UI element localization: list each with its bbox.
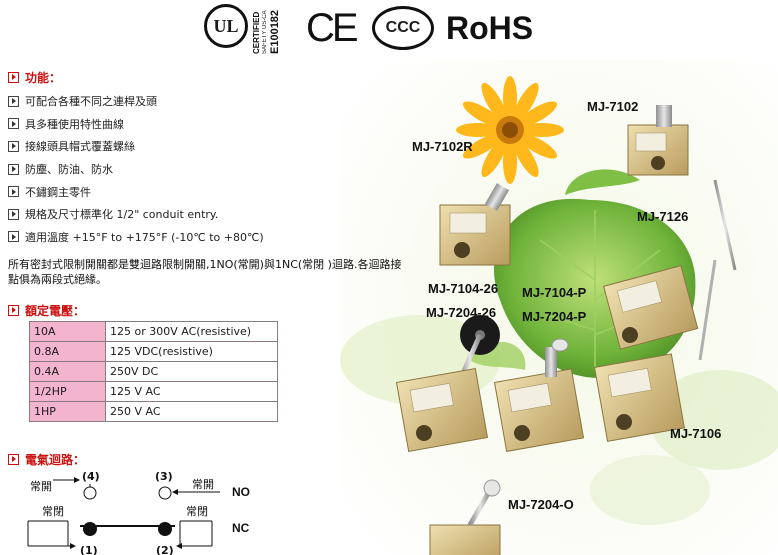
feature-text: 不鏽鋼主零件 — [25, 185, 91, 199]
current-cell: 0.8A — [29, 341, 106, 362]
bullet-arrow-icon — [8, 140, 19, 152]
terminal-2: (2) — [156, 544, 174, 555]
list-item: 規格及尺寸標準化 1/2" conduit entry. — [8, 203, 348, 226]
nc-contact-left — [83, 522, 97, 536]
feature-text: 具多種使用特性曲線 — [25, 117, 124, 131]
bullet-arrow-icon — [8, 118, 19, 130]
features-heading: 功能： — [8, 68, 61, 86]
model-label-mj-7204-p: MJ-7204-P — [522, 309, 587, 324]
ul-certified-text: CERTIFIED — [252, 11, 261, 54]
voltage-cell: 125 V AC — [105, 381, 278, 402]
certification-logos: UL CERTIFIED SAFETY US-CA E100182 CE CCC… — [204, 2, 534, 58]
nc-contact-right — [158, 522, 172, 536]
left-no-label: 常開 — [30, 480, 52, 493]
feature-text: 防塵、防油、防水 — [25, 163, 113, 177]
feature-text: 規格及尺寸標準化 1/2" conduit entry. — [25, 208, 219, 222]
list-item: 防塵、防油、防水 — [8, 158, 348, 181]
right-nc-label: 常閉 — [186, 505, 208, 518]
terminal-4: (4) — [82, 470, 100, 483]
voltage-cell: 250V DC — [105, 361, 278, 382]
rating-table: 10A 125 or 300V AC(resistive) 0.8A 125 V… — [29, 321, 278, 422]
list-item: 接線頭具帽式覆蓋螺絲 — [8, 135, 348, 158]
model-label-mj-7126: MJ-7126 — [637, 209, 689, 224]
circuit-title: 電氣迴路： — [25, 452, 86, 467]
nc-label: NC — [232, 521, 250, 535]
features-list: 可配合各種不同之連桿及頭 具多種使用特性曲線 接線頭具帽式覆蓋螺絲 防塵、防油、… — [8, 90, 348, 248]
voltage-cell: 250 V AC — [105, 401, 278, 422]
ul-file-number: E100182 — [269, 9, 281, 54]
current-cell: 10A — [29, 321, 106, 342]
list-item: 具多種使用特性曲線 — [8, 113, 348, 136]
list-item: 可配合各種不同之連桿及頭 — [8, 90, 348, 113]
bullet-arrow-icon — [8, 208, 19, 220]
current-cell: 1/2HP — [29, 381, 106, 402]
feature-text: 適用溫度 +15°F to +175°F (-10℃ to +80℃) — [25, 230, 264, 244]
ce-logo: CE — [306, 6, 359, 50]
bullet-arrow-icon — [8, 304, 19, 316]
circuit-diagram: 常開 (4) (3) 常開 NO 常閉 (1) 常閉 (2) NC — [27, 470, 250, 555]
terminal-1: (1) — [80, 544, 98, 555]
model-label-mj-7104-p: MJ-7104-P — [522, 285, 587, 300]
arrow-left-icon — [172, 489, 178, 495]
bullet-arrow-icon — [8, 95, 19, 107]
rating-title: 額定電壓： — [25, 303, 86, 318]
product-photo — [340, 60, 778, 555]
current-cell: 0.4A — [29, 361, 106, 382]
feature-text: 接線頭具帽式覆蓋螺絲 — [25, 140, 135, 154]
rohs-logo: RoHS — [446, 10, 534, 46]
table-row: 0.4A 250V DC — [29, 361, 278, 382]
bullet-arrow-icon — [8, 71, 19, 83]
model-label-mj-7204-26: MJ-7204-26 — [426, 305, 497, 320]
table-row: 10A 125 or 300V AC(resistive) — [29, 321, 278, 342]
right-no-label: 常開 — [192, 478, 214, 491]
feature-text: 可配合各種不同之連桿及頭 — [25, 95, 157, 109]
model-label-mj-7106: MJ-7106 — [670, 426, 722, 441]
model-label-mj-7102r: MJ-7102R — [412, 139, 473, 154]
bullet-arrow-icon — [8, 231, 19, 243]
terminal-3: (3) — [155, 470, 173, 483]
model-label-mj-7104-26: MJ-7104-26 — [428, 281, 499, 296]
list-item: 適用溫度 +15°F to +175°F (-10℃ to +80℃) — [8, 226, 348, 249]
bullet-arrow-icon — [8, 186, 19, 198]
left-nc-label: 常閉 — [42, 505, 64, 518]
table-row: 0.8A 125 VDC(resistive) — [29, 341, 278, 362]
ul-certification-text: CERTIFIED SAFETY US-CA E100182 — [252, 2, 304, 54]
voltage-cell: 125 or 300V AC(resistive) — [105, 321, 278, 342]
bullet-arrow-icon — [8, 163, 19, 175]
ul-logo: UL — [204, 4, 248, 48]
ul-safety-text: SAFETY US-CA — [262, 10, 268, 54]
arrow-left-icon — [176, 543, 182, 549]
current-cell: 1HP — [29, 401, 106, 422]
voltage-cell: 125 VDC(resistive) — [105, 341, 278, 362]
no-label: NO — [232, 485, 250, 499]
table-row: 1HP 250 V AC — [29, 401, 278, 422]
ccc-logo: CCC — [372, 6, 434, 50]
arrow-right-icon — [74, 477, 80, 483]
circuit-heading: 電氣迴路： — [8, 450, 85, 468]
list-item: 不鏽鋼主零件 — [8, 180, 348, 203]
no-contact-right — [158, 486, 172, 500]
arrow-right-icon — [70, 543, 76, 549]
bullet-arrow-icon — [8, 453, 19, 465]
model-label-mj-7204-o: MJ-7204-O — [508, 497, 574, 512]
features-title: 功能： — [25, 70, 62, 85]
description-paragraph: 所有密封式限制開關都是雙迴路限制開關,1NO(常開)與1NC(常閉 )迴路.各迴… — [8, 258, 402, 286]
rating-heading: 額定電壓： — [8, 301, 85, 319]
table-row: 1/2HP 125 V AC — [29, 381, 278, 402]
no-contact-left — [83, 486, 97, 500]
model-label-mj-7102: MJ-7102 — [587, 99, 639, 114]
